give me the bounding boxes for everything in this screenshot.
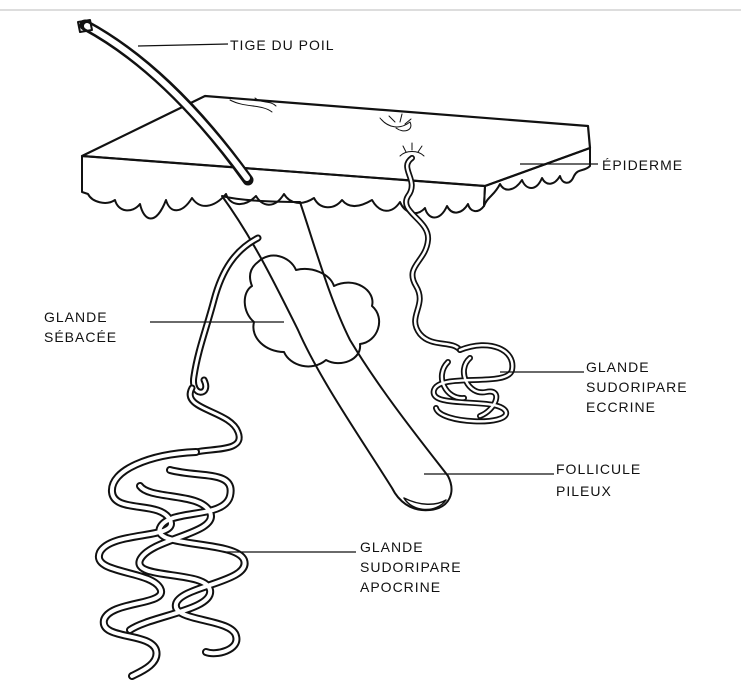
label-sebaceous-line-1: GLANDE bbox=[44, 309, 108, 325]
label-eccrine-line-3: ECCRINE bbox=[586, 399, 656, 415]
label-apocrine-line-3: APOCRINE bbox=[360, 579, 441, 595]
label-eccrine-line-2: SUDORIPARE bbox=[586, 379, 688, 395]
label-apocrine-gland: GLANDE SUDORIPARE APOCRINE bbox=[360, 539, 466, 595]
label-follicle-line-1: FOLLICULE bbox=[556, 461, 641, 477]
label-hair-shaft: TIGE DU POIL bbox=[230, 37, 335, 53]
label-eccrine-gland: GLANDE SUDORIPARE ECCRINE bbox=[586, 359, 692, 415]
skin-side-face bbox=[484, 148, 590, 206]
label-sebaceous-gland: GLANDE SÉBACÉE bbox=[44, 309, 117, 345]
label-apocrine-line-1: GLANDE bbox=[360, 539, 424, 555]
label-hair-follicle: FOLLICULE PILEUX bbox=[556, 461, 646, 499]
hair-shaft-stroke bbox=[85, 25, 248, 180]
skin-front-face bbox=[82, 156, 485, 219]
label-apocrine-line-2: SUDORIPARE bbox=[360, 559, 462, 575]
leader-hair-shaft bbox=[138, 44, 228, 46]
follicle-body bbox=[222, 196, 451, 510]
label-follicle-line-2: PILEUX bbox=[556, 483, 612, 499]
sebaceous-gland bbox=[245, 256, 379, 367]
label-epidermis-line: ÉPIDERME bbox=[602, 157, 683, 173]
label-eccrine-line-1: GLANDE bbox=[586, 359, 650, 375]
label-hair-shaft-line: TIGE DU POIL bbox=[230, 37, 335, 53]
label-epidermis: ÉPIDERME bbox=[602, 157, 683, 173]
label-sebaceous-line-2: SÉBACÉE bbox=[44, 329, 117, 345]
skin-top-surface bbox=[82, 96, 590, 186]
skin-surface-texture bbox=[230, 98, 424, 156]
hair-follicle bbox=[222, 196, 451, 510]
apocrine-coil-core bbox=[99, 452, 245, 676]
apocrine-sweat-gland bbox=[99, 238, 258, 676]
apocrine-coil bbox=[99, 452, 245, 676]
apocrine-lower-duct bbox=[190, 388, 239, 452]
epidermis-block bbox=[82, 96, 590, 219]
eccrine-sweat-gland bbox=[406, 158, 512, 421]
